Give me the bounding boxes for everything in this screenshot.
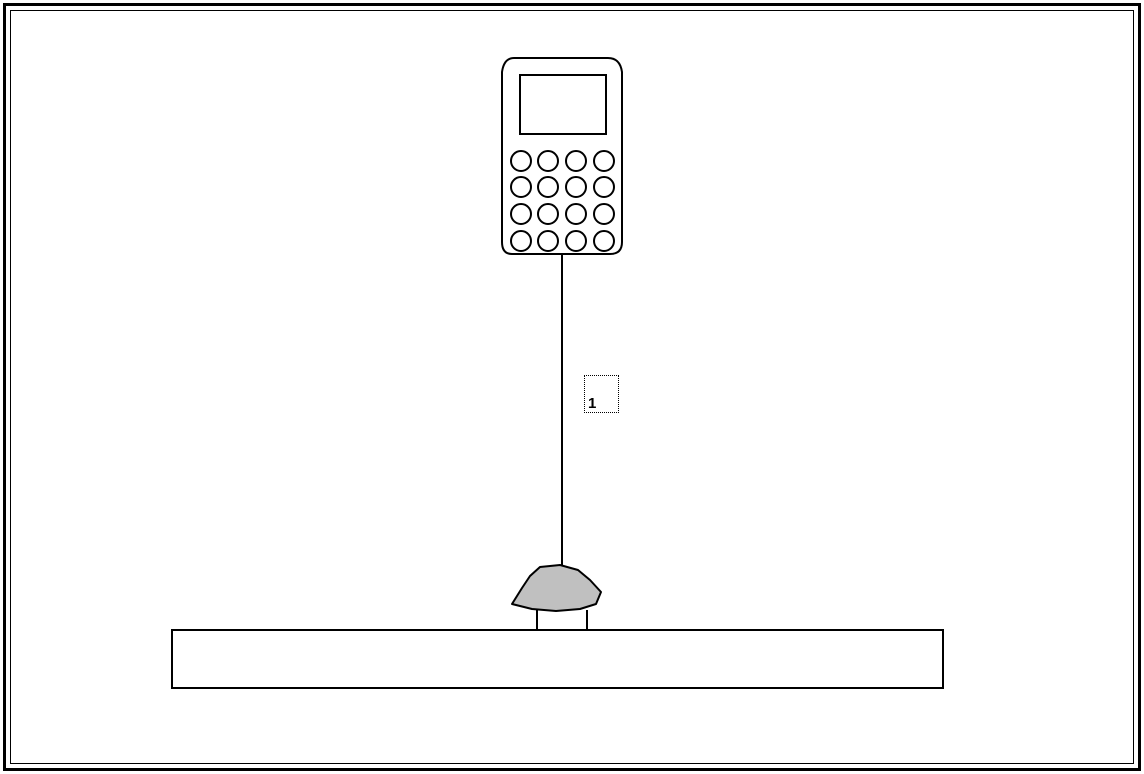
keypad-button-r3-c4 <box>593 203 615 225</box>
keypad-button-r1-c4 <box>593 150 615 172</box>
callout-label-1: 1 <box>588 395 597 412</box>
outer-border <box>3 3 1141 771</box>
keypad-button-r4-c1 <box>510 230 532 252</box>
device-keypad <box>510 150 615 252</box>
keypad-button-r2-c1 <box>510 176 532 198</box>
device-screen <box>519 74 607 135</box>
keypad-button-r2-c2 <box>537 176 559 198</box>
keypad-button-r3-c3 <box>565 203 587 225</box>
keypad-button-r1-c2 <box>537 150 559 172</box>
keypad-button-r4-c4 <box>593 230 615 252</box>
connector-plug-icon <box>511 564 602 612</box>
keypad-button-r1-c1 <box>510 150 532 172</box>
keypad-button-r2-c3 <box>565 176 587 198</box>
inner-border <box>10 10 1134 764</box>
handheld-device-icon <box>501 57 623 255</box>
keypad-button-r2-c4 <box>593 176 615 198</box>
keypad-button-r4-c2 <box>537 230 559 252</box>
keypad-button-r3-c1 <box>510 203 532 225</box>
mounting-bar <box>171 629 944 689</box>
callout-box: 1 <box>584 375 619 413</box>
keypad-button-r1-c3 <box>565 150 587 172</box>
keypad-button-r4-c3 <box>565 230 587 252</box>
keypad-button-r3-c2 <box>537 203 559 225</box>
